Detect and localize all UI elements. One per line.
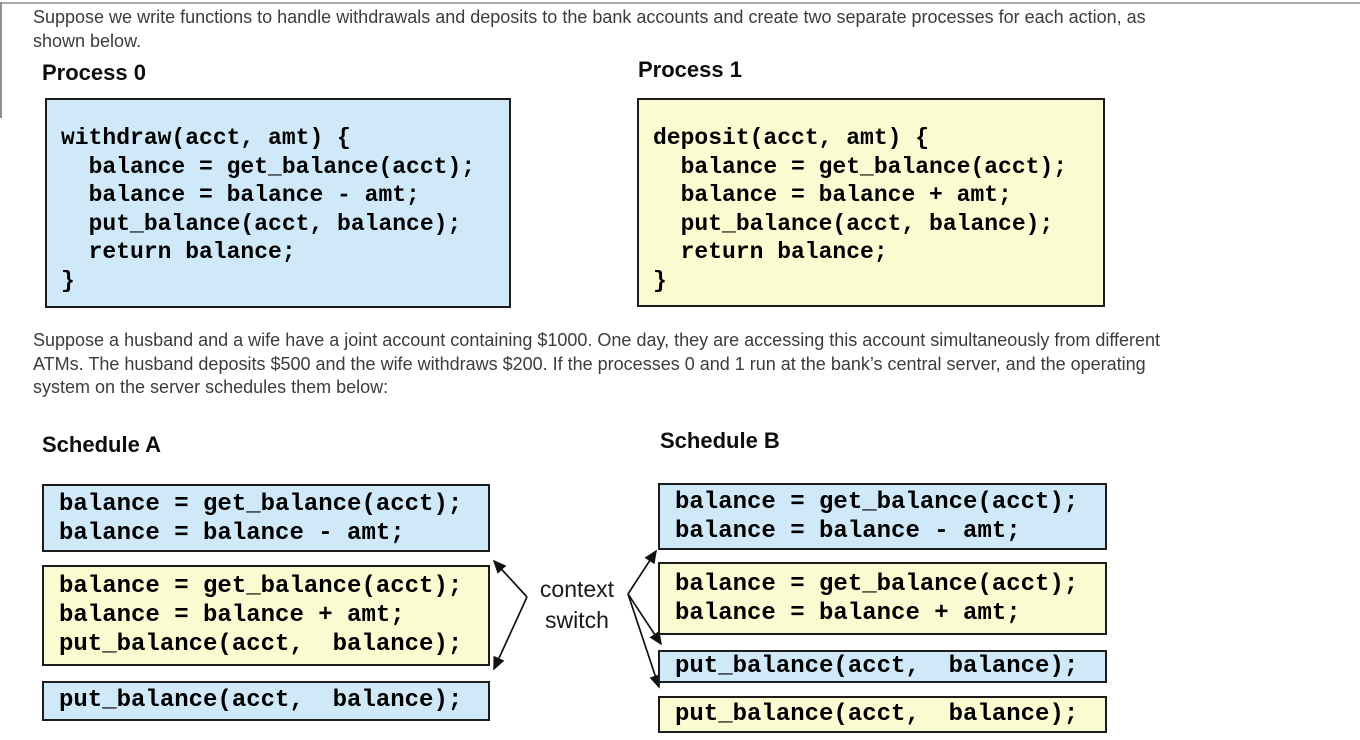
code-line: put_balance(acct, balance);: [59, 631, 463, 658]
code-line: balance = get_balance(acct);: [675, 489, 1079, 516]
arrow-to-schedule-a-gap-1: [492, 559, 528, 598]
code-line: put_balance(acct, balance);: [675, 701, 1079, 728]
arrow-to-schedule-b-gap-3: [627, 593, 661, 689]
schedule-a-block-3: put_balance(acct, balance);: [42, 681, 490, 721]
code-line: }: [61, 267, 75, 294]
schedule-a-block-1: balance = get_balance(acct); balance = b…: [42, 484, 490, 552]
code-line: return balance;: [653, 239, 888, 265]
context-switch-label-line: context: [539, 576, 615, 602]
context-switch-label: context switch: [527, 574, 627, 636]
code-line: put_balance(acct, balance);: [653, 210, 1054, 237]
schedule-b-block-2: balance = get_balance(acct); balance = b…: [658, 562, 1107, 635]
process-0-code-block: withdraw(acct, amt) { balance = get_bala…: [45, 98, 511, 308]
code-line: balance = balance + amt;: [59, 602, 405, 629]
process-0-heading: Process 0: [42, 60, 146, 85]
schedule-b-block-1: balance = get_balance(acct); balance = b…: [658, 483, 1107, 550]
code-line: put_balance(acct, balance);: [675, 653, 1079, 680]
code-line: balance = balance - amt;: [61, 182, 420, 208]
arrow-to-schedule-b-gap-1: [627, 549, 657, 595]
intro-line: shown below.: [33, 30, 142, 51]
context-switch-label-line: switch: [545, 607, 609, 633]
narrative-paragraph: Suppose a husband and a wife have a join…: [33, 329, 1160, 400]
code-line: balance = get_balance(acct);: [653, 153, 1068, 180]
code-line: balance = get_balance(acct);: [59, 491, 463, 518]
code-line: return balance;: [61, 239, 296, 265]
narrative-line: ATMs. The husband deposits $500 and the …: [33, 353, 1146, 374]
code-line: balance = balance - amt;: [59, 520, 405, 547]
schedule-b-block-4: put_balance(acct, balance);: [658, 696, 1107, 733]
code-line: }: [653, 267, 667, 294]
code-line: balance = balance + amt;: [653, 182, 1012, 208]
schedule-a-block-2: balance = get_balance(acct); balance = b…: [42, 565, 490, 666]
narrative-line: system on the server schedules them belo…: [33, 377, 389, 397]
code-line: withdraw(acct, amt) {: [61, 125, 351, 151]
code-line: put_balance(acct, balance);: [61, 210, 462, 237]
process-1-heading: Process 1: [638, 57, 742, 82]
narrative-line: Suppose a husband and a wife have a join…: [33, 330, 1161, 350]
code-line: deposit(acct, amt) {: [653, 125, 930, 151]
intro-paragraph: Suppose we write functions to handle wit…: [33, 6, 1146, 53]
code-line: balance = get_balance(acct);: [59, 573, 463, 600]
code-line: balance = get_balance(acct);: [61, 153, 476, 180]
schedule-a-heading: Schedule A: [42, 432, 161, 457]
code-line: balance = balance + amt;: [675, 600, 1021, 627]
top-divider-rule: [0, 2, 1360, 4]
arrow-to-schedule-a-gap-2: [493, 596, 528, 671]
code-line: balance = balance - amt;: [675, 518, 1021, 545]
left-edge-rule: [0, 2, 2, 118]
process-1-code-block: deposit(acct, amt) { balance = get_balan…: [637, 98, 1105, 307]
intro-line: Suppose we write functions to handle wit…: [33, 7, 1146, 27]
schedule-b-heading: Schedule B: [660, 428, 780, 453]
arrow-to-schedule-b-gap-2: [627, 593, 662, 646]
code-line: balance = get_balance(acct);: [675, 571, 1079, 598]
schedule-b-block-3: put_balance(acct, balance);: [658, 650, 1107, 683]
code-line: put_balance(acct, balance);: [59, 687, 463, 714]
